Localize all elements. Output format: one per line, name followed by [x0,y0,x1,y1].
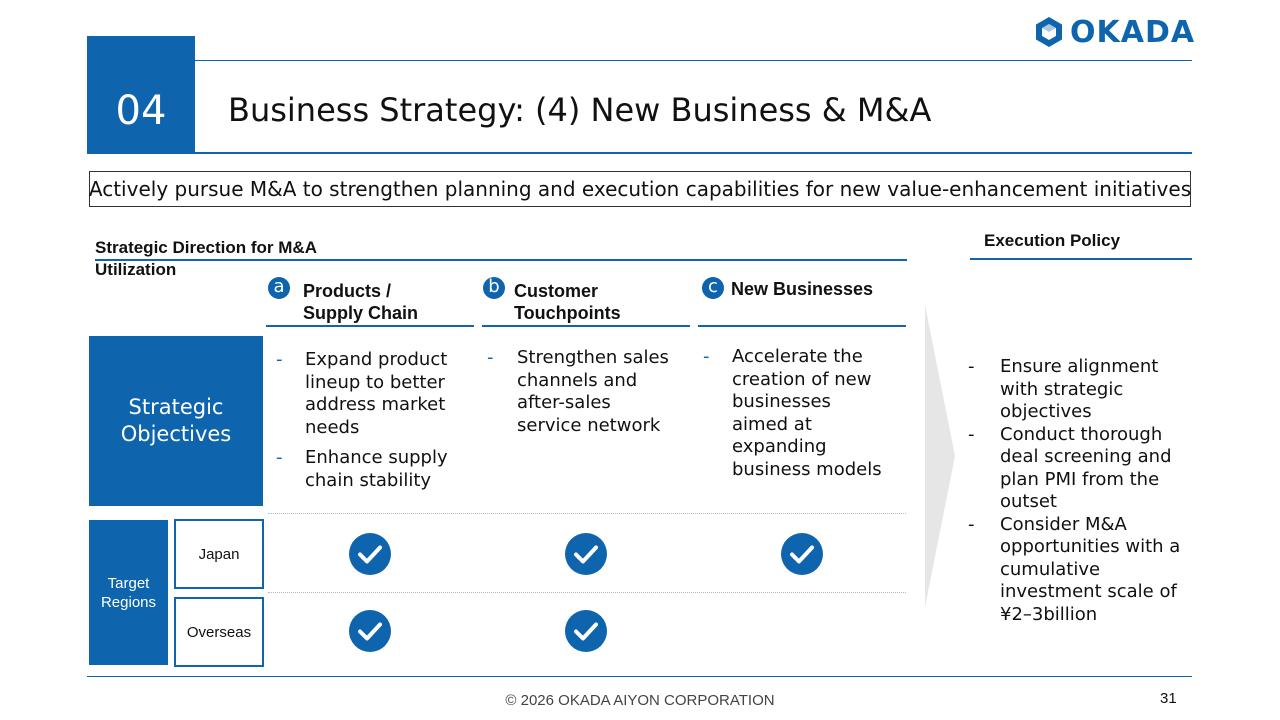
region-japan-box: Japan [174,519,264,589]
badge-a: a [268,277,290,299]
dash-icon: - [968,423,975,445]
checkmark-icon [349,610,391,652]
target-regions-label: Target Regions [100,574,157,611]
dash-icon: - [276,447,283,468]
strategic-direction-heading: Strategic Direction for M&A Utilization [95,238,317,279]
column-a-rule [266,325,474,327]
objective-a-2: - Enhance supply chain stability [276,447,448,491]
header-top-rule [195,60,1192,61]
target-regions-label-box: Target Regions [89,520,168,665]
column-b-title-line1: Customer [514,281,599,301]
objective-a-1: - Expand product lineup to better addres… [276,349,448,438]
objectives-column-b: - Strengthen sales channels and after-sa… [487,347,677,445]
page-title: Business Strategy: (4) New Business & M&… [228,91,932,129]
column-c-rule [698,325,906,327]
column-c-heading: New Businesses [731,278,873,300]
row-divider [268,592,906,593]
execution-policy-item: - Ensure alignment with strategic object… [968,356,1159,422]
execution-policy-item: - Consider M&A opportunities with a cumu… [968,513,1181,625]
checkmark-icon [565,533,607,575]
strategic-objectives-label-box: Strategic Objectives [89,336,263,506]
column-a-title-line2: Supply Chain [303,303,419,323]
objectives-column-a: - Expand product lineup to better addres… [276,349,456,500]
dash-icon: - [487,347,494,368]
section-number-box [87,36,195,153]
column-b-rule [482,325,690,327]
row-divider [268,513,906,514]
strategic-objectives-label: Strategic Objectives [120,395,232,446]
dash-icon: - [276,349,283,370]
execution-policy-rule [970,258,1192,260]
footer-rule [87,676,1192,677]
logo-text: OKADA [1070,14,1196,50]
checkmark-icon [349,533,391,575]
checkmark-icon [565,610,607,652]
execution-policy-heading: Execution Policy [984,231,1121,250]
key-message-box: Actively pursue M&A to strengthen planni… [89,171,1191,207]
region-overseas-label: Overseas [186,623,252,641]
dash-icon: - [968,356,975,377]
column-b-heading: Customer Touchpoints [514,280,621,324]
chevron-right-arrow-icon [925,305,955,607]
key-message: Actively pursue M&A to strengthen planni… [88,177,1192,201]
dash-icon: - [968,513,975,535]
section-number: 04 [115,88,167,134]
column-b-title-line2: Touchpoints [514,303,621,323]
header-bottom-rule [87,152,1192,154]
execution-policy-list: - Ensure alignment with strategic object… [968,356,1196,626]
column-c-title-line1: New Businesses [731,279,874,299]
copyright: © 2026 OKADA AIYON CORPORATION [505,692,775,709]
badge-b: b [483,277,505,299]
okada-logo: OKADA [1034,14,1195,50]
execution-policy-item: - Conduct thorough deal screening and pl… [968,423,1172,513]
region-japan-label: Japan [198,545,240,563]
objective-c-1: - Accelerate the creation of new busines… [703,346,882,480]
region-overseas-box: Overseas [174,597,264,667]
hexagon-logo-icon [1036,17,1062,47]
column-a-heading: Products / Supply Chain [303,280,418,324]
checkmark-icon [781,533,823,575]
column-a-title-line1: Products / [303,281,392,301]
objectives-column-c: - Accelerate the creation of new busines… [703,346,888,489]
dash-icon: - [703,346,710,367]
strategic-direction-rule [95,259,907,261]
objective-b-1: - Strengthen sales channels and after-sa… [487,347,669,436]
page-number: 31 [1160,690,1177,707]
badge-c: c [702,277,724,299]
